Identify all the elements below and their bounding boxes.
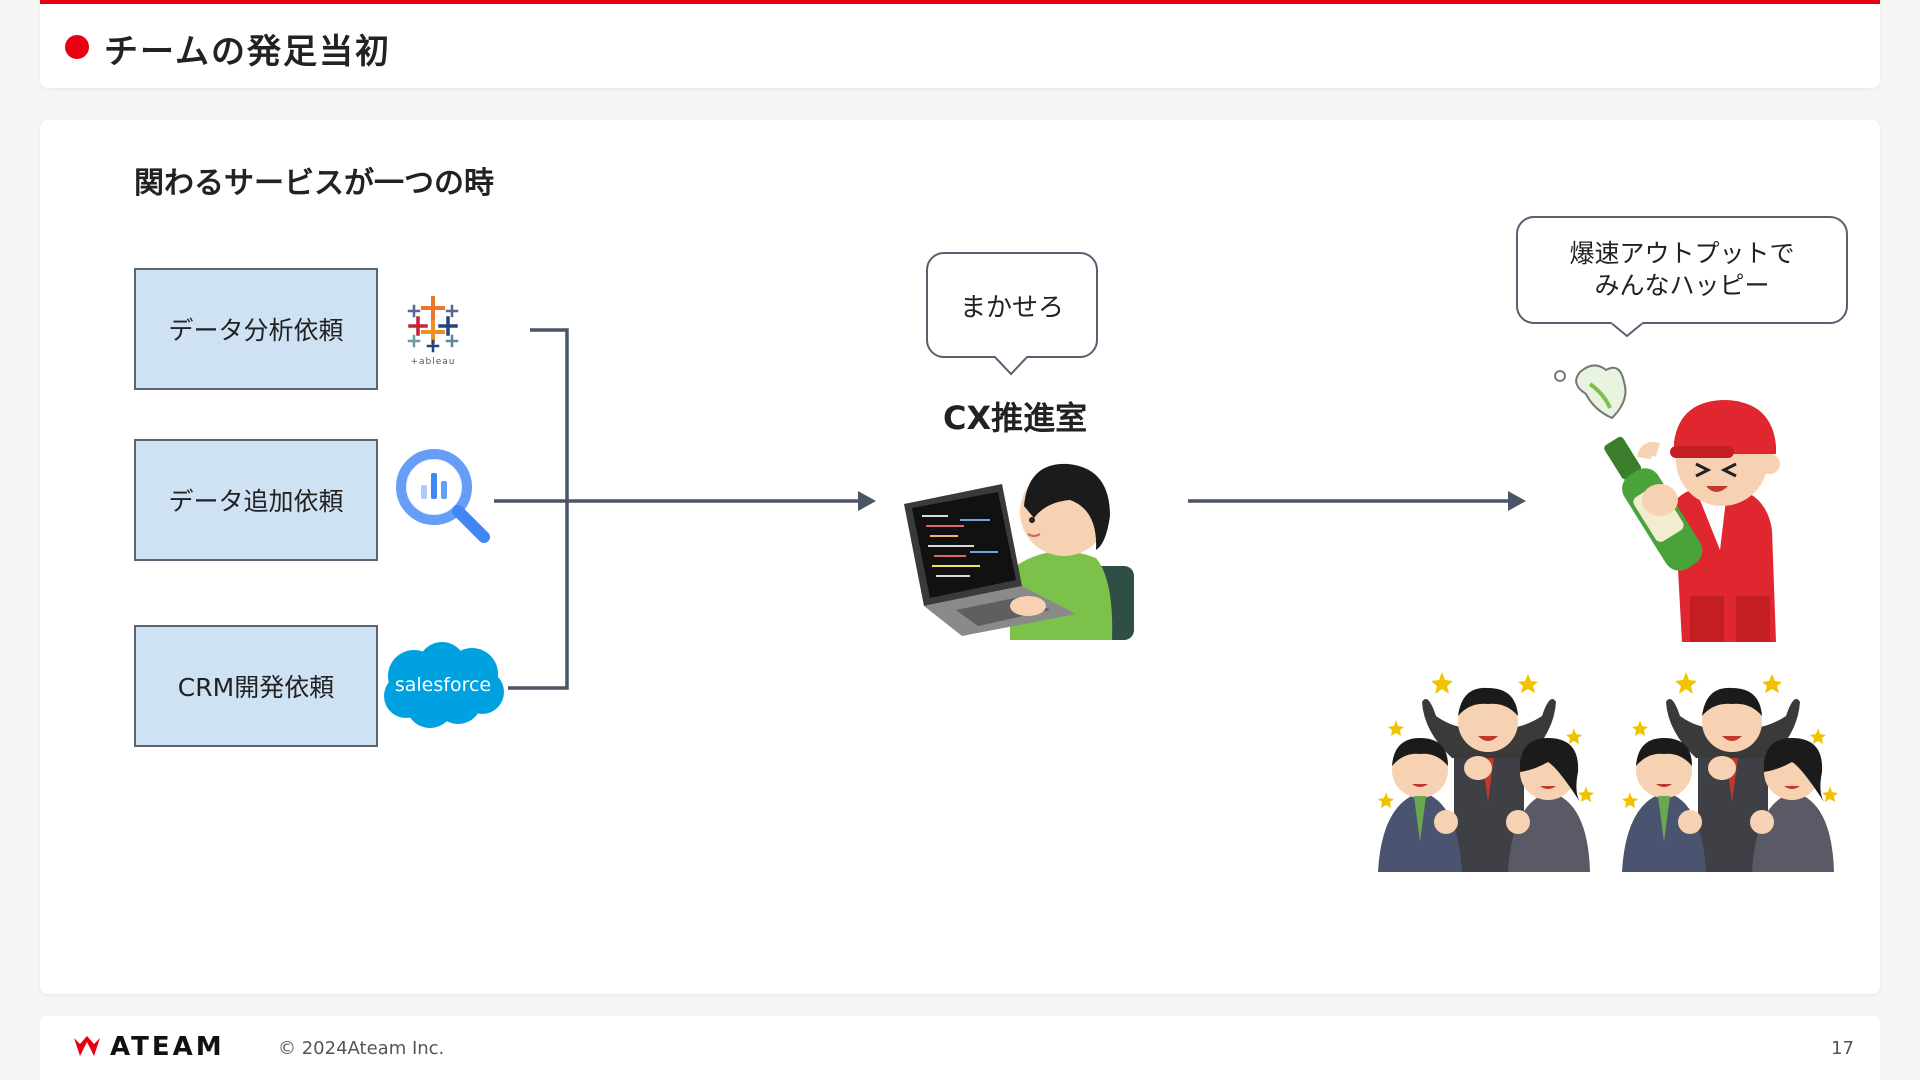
programmer-illustration-icon xyxy=(900,440,1142,642)
bigquery-icon xyxy=(392,445,496,549)
request-box-analysis: データ分析依頼 xyxy=(134,268,378,390)
celebrating-team-illustration-icon xyxy=(1622,672,1840,872)
tableau-logo-icon: +ableau xyxy=(400,292,466,368)
speech-bubble-result: 爆速アウトプットで みんなハッピー xyxy=(1516,216,1848,324)
bubble-line-1: 爆速アウトプットで xyxy=(1569,239,1795,268)
request-label: データ追加依頼 xyxy=(168,487,344,516)
arrow-head-to-team xyxy=(858,491,876,511)
main-content: 関わるサービスが一つの時 データ分析依頼 データ追加依頼 CRM開発依頼 +ab… xyxy=(40,120,1880,994)
header-bullet-icon xyxy=(65,35,89,59)
ateam-logo-icon xyxy=(74,1036,100,1056)
request-label: データ分析依頼 xyxy=(168,316,344,345)
subtitle: 関わるサービスが一つの時 xyxy=(134,166,494,201)
request-box-data-add: データ追加依頼 xyxy=(134,439,378,561)
bracket-line xyxy=(508,328,569,690)
flow-connectors xyxy=(494,328,1526,690)
tableau-wordmark: +ableau xyxy=(410,357,455,367)
salesforce-wordmark: salesforce xyxy=(395,674,491,696)
ateam-logo: ATEAM xyxy=(72,1032,225,1062)
salesforce-logo-icon: salesforce xyxy=(380,640,506,734)
bubble-text: まかせろ xyxy=(959,292,1064,323)
bubble-tail-icon xyxy=(994,356,1028,376)
slide-header: チームの発足当初 xyxy=(40,0,1880,88)
bubble-tail-icon xyxy=(1610,322,1644,338)
request-box-crm: CRM開発依頼 xyxy=(134,625,378,747)
arrow-head-to-result xyxy=(1508,491,1526,511)
page-number: 17 xyxy=(1831,1038,1854,1059)
copyright-text: © 2024Ateam Inc. xyxy=(278,1038,445,1059)
speech-bubble-team: まかせろ xyxy=(926,252,1098,358)
team-label: CX推進室 xyxy=(943,399,1088,437)
celebrating-team-illustration-icon xyxy=(1378,672,1596,872)
bubble-line-2: みんなハッピー xyxy=(1594,271,1770,300)
champagne-person-illustration-icon xyxy=(1550,360,1810,642)
page-title: チームの発足当初 xyxy=(104,32,391,72)
logo-text: ATEAM xyxy=(110,1032,225,1062)
slide-footer: ATEAM © 2024Ateam Inc. 17 xyxy=(40,1016,1880,1080)
request-label: CRM開発依頼 xyxy=(177,673,335,702)
